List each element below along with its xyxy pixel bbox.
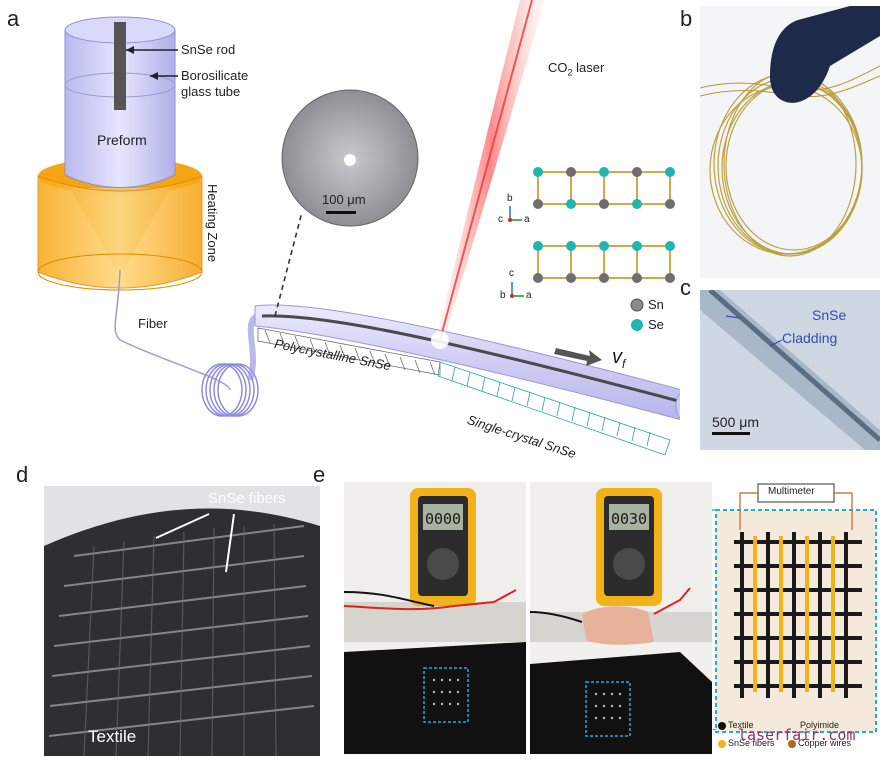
label-fiber: Fiber bbox=[138, 316, 168, 331]
label-cladding: Cladding bbox=[782, 330, 838, 346]
legend-se: Se bbox=[648, 317, 664, 332]
panel-label-a: a bbox=[7, 6, 20, 31]
crystal-structure-bottom bbox=[533, 241, 675, 283]
panel-b-photo bbox=[700, 6, 880, 278]
disc-connector bbox=[274, 211, 303, 317]
axes-icon-bottom bbox=[510, 282, 524, 298]
label-heating-zone: Heating Zone bbox=[205, 184, 220, 263]
multimeter-display-1: 0000 bbox=[424, 510, 462, 528]
crystal-structure-top bbox=[533, 167, 675, 209]
multimeter-display-2: 0030 bbox=[610, 510, 648, 528]
panel-label-b: b bbox=[680, 6, 693, 31]
label-textile: Textile bbox=[88, 727, 137, 746]
axis-top-b: b bbox=[507, 193, 513, 204]
panel-e-photo-1 bbox=[344, 482, 526, 754]
label-scale-500: 500 μm bbox=[712, 414, 759, 430]
single-crystal-lattice bbox=[437, 361, 671, 456]
panel-e-photo-2 bbox=[530, 482, 712, 754]
label-glass-tube: glass tube bbox=[181, 84, 241, 99]
legend-se-ball bbox=[631, 319, 643, 331]
legend-textile: Textile bbox=[728, 720, 754, 730]
axis-bottom-a: a bbox=[526, 290, 532, 301]
panel-label-e: e bbox=[313, 462, 326, 487]
cross-section-core bbox=[344, 154, 356, 166]
label-snse-fibers: SnSe fibers bbox=[208, 490, 286, 507]
legend-sn: Sn bbox=[648, 297, 664, 312]
legend-polyimide: Polyimide bbox=[800, 720, 840, 730]
label-velocity: vf bbox=[612, 346, 626, 371]
label-snse-rod: SnSe rod bbox=[181, 42, 236, 57]
axis-top-c: c bbox=[498, 214, 503, 225]
label-scale-100: 100 μm bbox=[322, 192, 366, 207]
label-borosilicate: Borosilicate bbox=[181, 68, 249, 83]
panel-c-micrograph bbox=[700, 290, 880, 450]
watermark: laserfair.com bbox=[738, 726, 856, 744]
legend-copper-wires: Copper wires bbox=[798, 738, 852, 748]
panel-e-schematic bbox=[712, 483, 877, 748]
panel-d-photo bbox=[44, 486, 320, 756]
co2-laser-beam bbox=[436, 0, 545, 340]
fiber-strand bbox=[114, 269, 231, 391]
panel-label-d: d bbox=[16, 462, 29, 487]
axes-icon-top bbox=[508, 206, 522, 222]
label-multimeter: Multimeter bbox=[768, 486, 815, 497]
label-snse-core: SnSe bbox=[812, 307, 847, 323]
axis-bottom-b: b bbox=[500, 290, 506, 301]
label-preform: Preform bbox=[97, 132, 147, 148]
snse-rod bbox=[114, 22, 126, 110]
gloved-hand bbox=[770, 6, 880, 103]
panel-a-diagram bbox=[37, 0, 680, 456]
wrist bbox=[582, 606, 654, 645]
velocity-arrow bbox=[554, 348, 602, 366]
panel-label-c: c bbox=[680, 275, 691, 300]
legend-snse-fibers: SnSe fibers bbox=[728, 738, 775, 748]
label-co2-laser: CO2 laser bbox=[548, 60, 605, 78]
axis-top-a: a bbox=[524, 214, 530, 225]
legend-sn-ball bbox=[630, 298, 644, 312]
scale-bar-100 bbox=[326, 211, 356, 214]
axis-bottom-c: c bbox=[509, 268, 514, 279]
fiber-core bbox=[261, 314, 680, 403]
fiber-coil bbox=[201, 363, 259, 417]
polycrystalline-lattice bbox=[257, 327, 441, 376]
fiber-tube bbox=[254, 304, 680, 420]
